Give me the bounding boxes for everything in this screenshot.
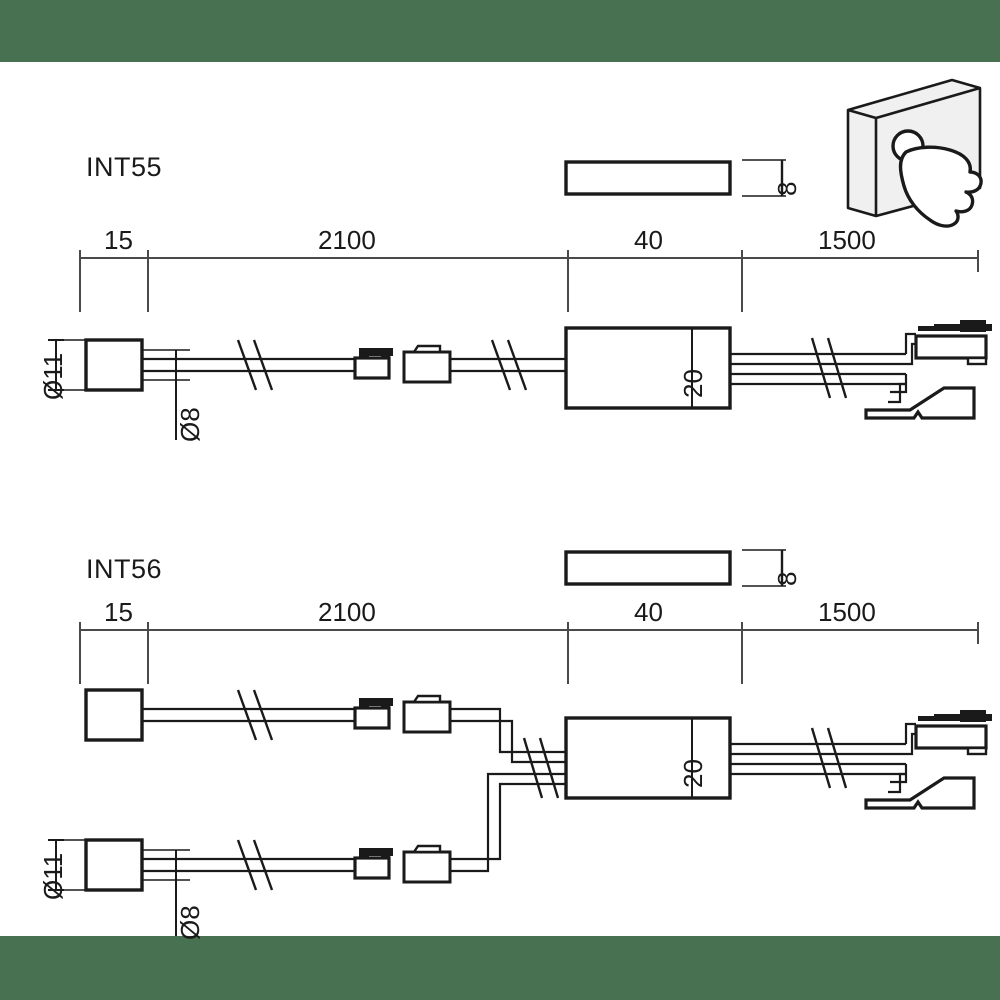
int55-input-barrel [84,338,144,392]
drawing-canvas [0,62,1000,936]
int55-output-connector-clip [914,318,994,366]
int56-title: INT56 [86,554,163,584]
int55-cable-left [142,339,355,391]
int56-output-connector-taper [864,776,976,810]
int55-dim-1500: 1500 [818,225,876,255]
int56-diameter-11: Ø11 [38,852,68,900]
int56-driver-box [564,716,732,800]
int56-dim-15: 15 [104,597,133,627]
int56-connector-female-lower [402,844,452,884]
int55-dim-40: 40 [634,225,663,255]
int55-title: INT55 [86,152,163,182]
int56-cable-out [730,722,920,794]
int56-merge-cables [450,707,566,873]
int56-dim-1500: 1500 [818,597,876,627]
int55-diameter-8: Ø8 [175,407,205,442]
int56-driver-label-20: 20 [678,759,708,788]
int55-driver-label-20: 20 [678,369,708,398]
int56-dim-40: 40 [634,597,663,627]
diagram-int55 [48,159,994,440]
diagram-int56 [48,549,994,936]
top-green-band [0,0,1000,62]
int56-connector-male-lower [353,846,395,880]
int55-connector-female [402,344,452,384]
int55-dim-2100: 2100 [318,225,376,255]
int56-output-connector-clip [914,708,994,756]
int56-connector-male-upper [353,696,395,730]
int55-cable-mid [450,339,566,391]
int56-bar-height-8: 8 [772,571,802,586]
hand-pressing-wall-switch-icon [846,78,983,228]
int55-bar-height-8: 8 [772,181,802,196]
int55-profile-bar [564,159,786,197]
int56-branch-lower [84,838,355,892]
int55-diameter-11: Ø11 [38,352,68,400]
int56-dimension-line [79,622,979,684]
int56-diameter-8: Ø8 [175,905,205,940]
int55-dim-15: 15 [104,225,133,255]
int56-connector-female-upper [402,694,452,734]
bottom-green-band [0,936,1000,1000]
int55-driver-box [564,326,732,410]
int55-cable-out [730,332,920,404]
int55-dimension-line [79,250,979,312]
int56-profile-bar [564,549,786,587]
int56-dim-2100: 2100 [318,597,376,627]
int55-output-connector-taper [864,386,976,420]
int55-connector-male [353,346,395,380]
int56-branch-upper [84,688,355,742]
